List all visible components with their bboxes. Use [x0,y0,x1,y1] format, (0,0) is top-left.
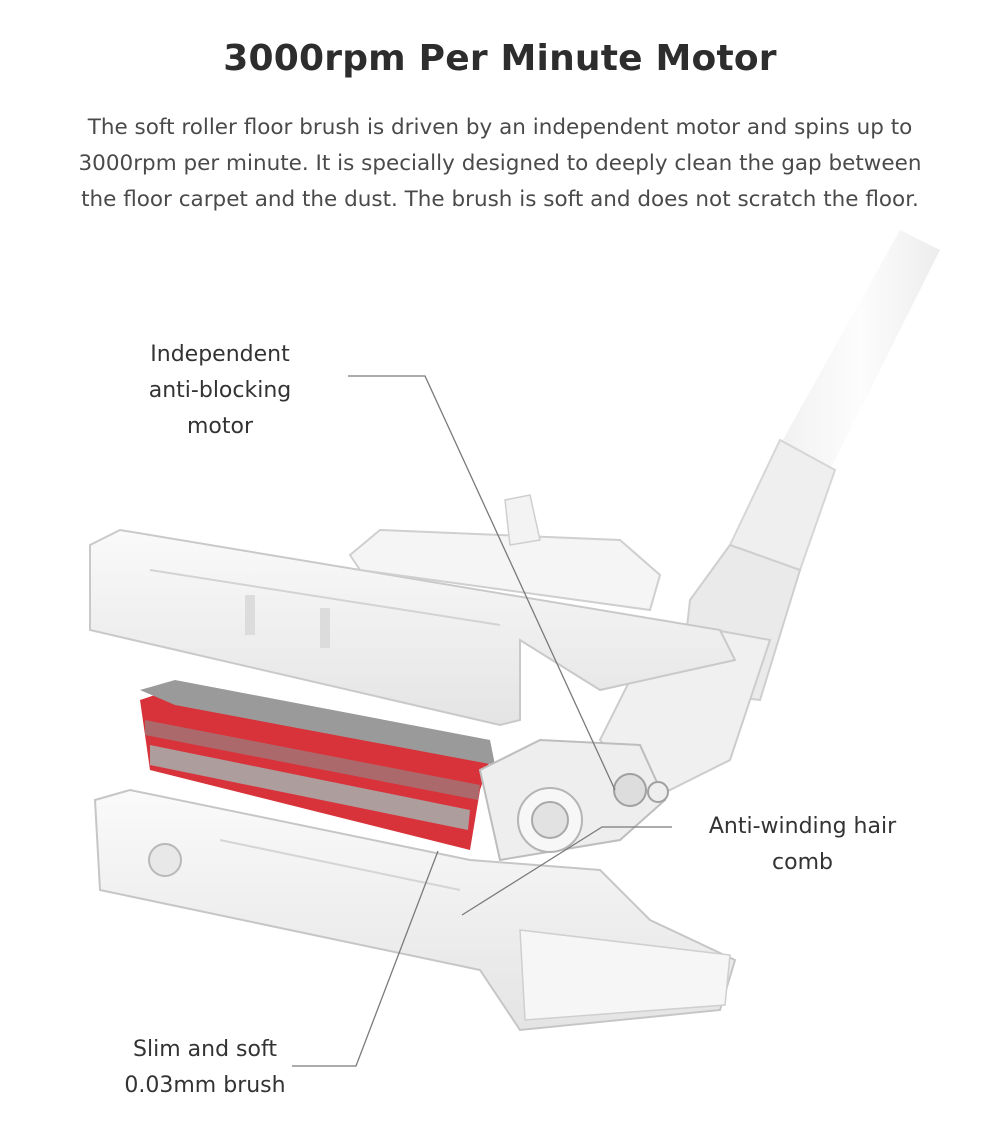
callout-line: Anti-winding hair [708,814,897,839]
callout-brush: Slim and soft 0.03mm brush [110,1032,300,1104]
callout-line: Slim and soft [133,1037,277,1062]
callout-comb: Anti-winding hair comb [690,809,915,881]
callout-line: 0.03mm brush [124,1073,286,1098]
description-line: the floor carpet and the dust. The brush… [81,187,919,212]
page-title: 3000rpm Per Minute Motor [223,38,777,79]
leader-line-motor [348,375,616,791]
callout-line: motor [186,414,254,439]
callout-line: anti-blocking [148,378,292,403]
top-cover [89,494,737,727]
leader-line-comb [461,826,672,916]
description: The soft roller floor brush is driven by… [50,110,950,218]
callout-line: comb [772,850,833,875]
description-line: The soft roller floor brush is driven by… [87,115,913,140]
description-line: 3000rpm per minute. It is specially desi… [78,151,922,176]
leader-lines [292,375,672,1067]
handle-tube [598,230,940,802]
callout-motor: Independent anti-blocking motor [120,337,320,445]
motor-housing [478,738,669,862]
callout-line: Independent [150,342,290,367]
leader-line-brush [292,850,439,1067]
roller-brush [140,680,495,850]
